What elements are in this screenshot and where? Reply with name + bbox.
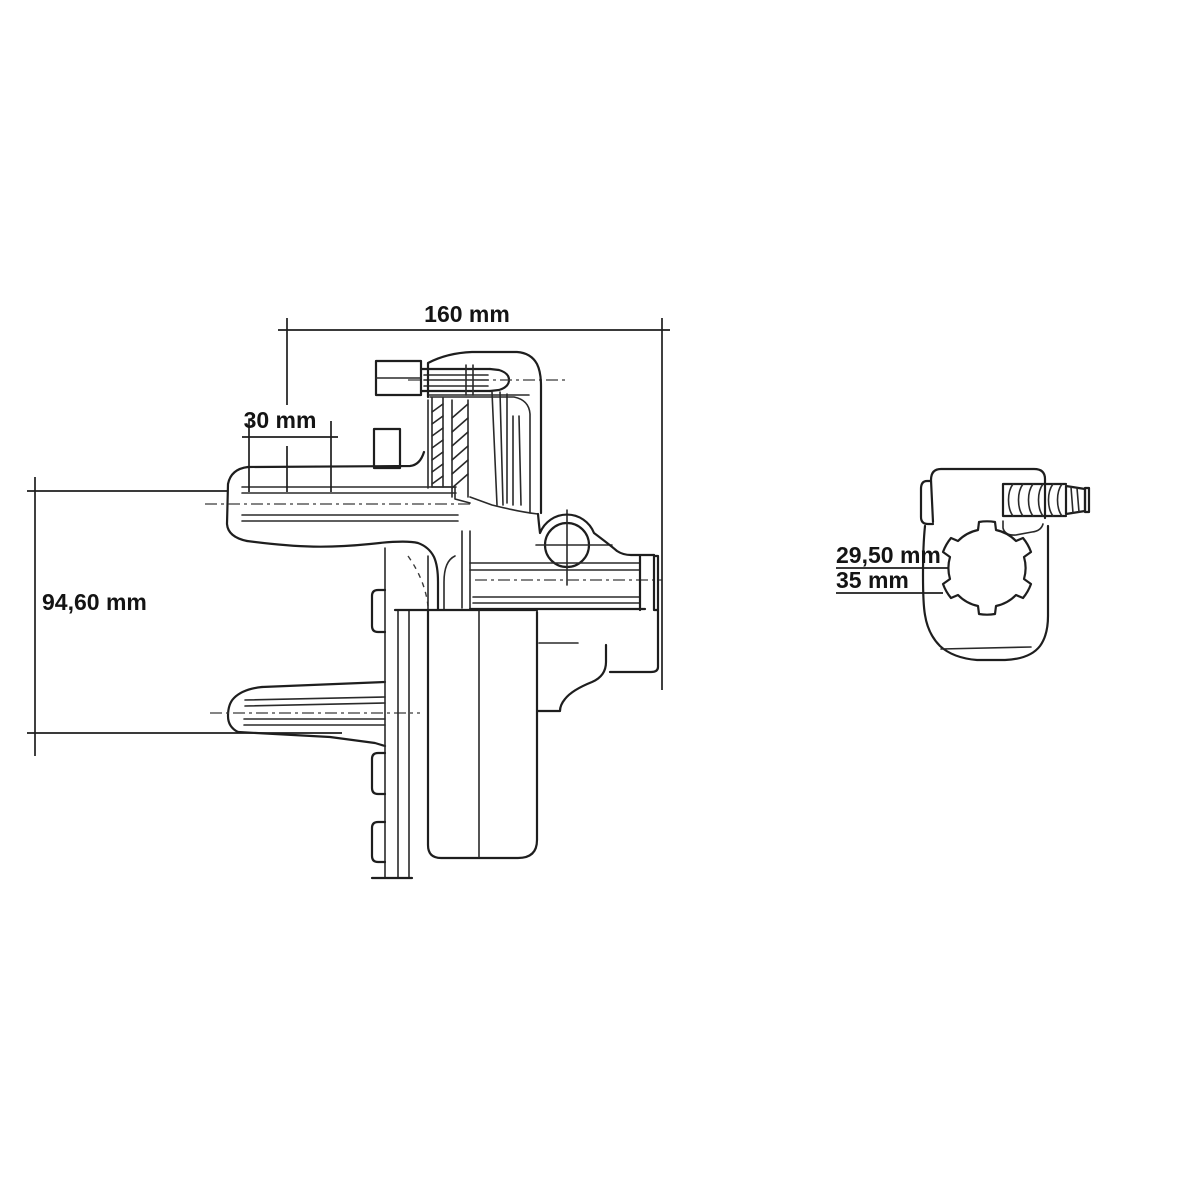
housing-skirt [536, 608, 660, 713]
clutch-housing [426, 350, 543, 610]
clamp-body [919, 467, 1050, 662]
dimension-94-60mm: 94,60 mm [27, 477, 342, 756]
lower-yoke-arm [210, 680, 420, 748]
cross-hole-boss [535, 509, 656, 586]
flange [370, 547, 414, 880]
dim-94-60-label: 94,60 mm [42, 589, 147, 615]
clamp-screw-with-spring [1001, 482, 1091, 518]
housing-lug [372, 427, 402, 470]
bolt-block [370, 820, 387, 864]
splined-shaft [468, 553, 662, 612]
dim-30-label: 30 mm [244, 407, 317, 433]
dimension-30mm: 30 mm [242, 407, 338, 492]
dim-160-label: 160 mm [424, 301, 510, 327]
dimension-29-50mm: 29,50 mm [836, 542, 948, 569]
dim-35-label: 35 mm [836, 567, 909, 593]
dimension-160mm: 160 mm [278, 301, 670, 690]
splined-bore [941, 520, 1033, 616]
bolt-block [370, 588, 387, 634]
side-section-view [205, 350, 662, 880]
dim-29-50-label: 29,50 mm [836, 542, 941, 568]
spring-cylinder [393, 608, 539, 860]
friction-disc-pack [431, 391, 539, 515]
bolt-block [370, 751, 387, 796]
clamp-bolt [372, 359, 568, 470]
upper-yoke-arm [205, 450, 471, 611]
dimension-35mm: 35 mm [836, 567, 943, 594]
end-view: 29,50 mm 35 mm [836, 467, 1091, 662]
